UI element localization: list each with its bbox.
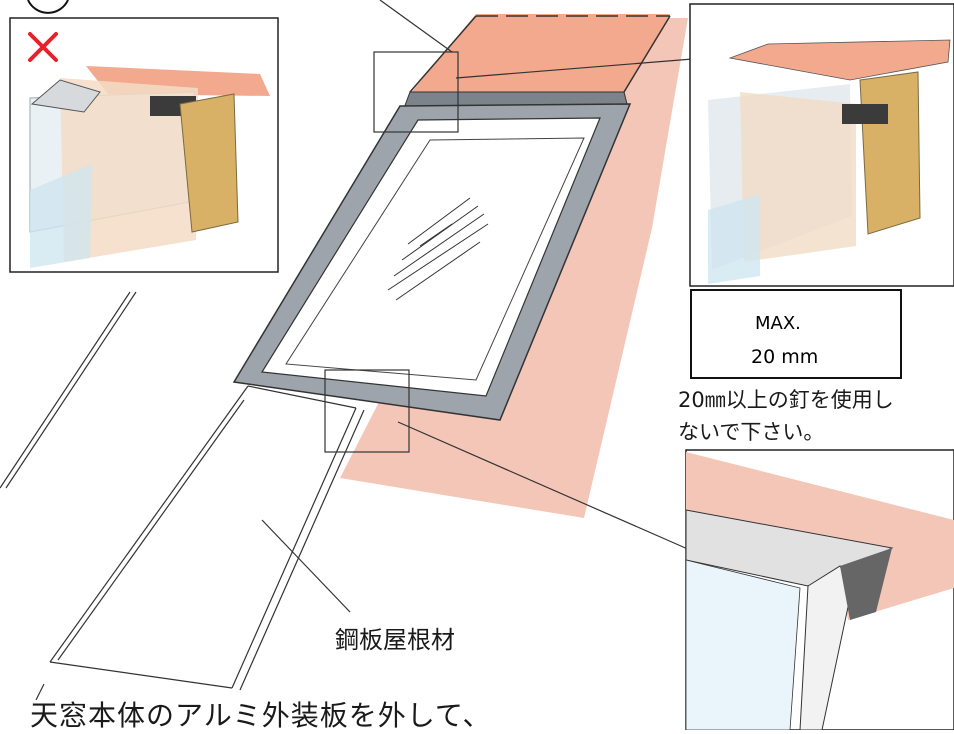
instruction-caption: 天窓本体のアルミ外装板を外して、 [30, 699, 492, 732]
nail-size-box [690, 289, 902, 379]
top-detail-callout [373, 51, 459, 133]
cross-icon [28, 32, 58, 62]
nail-note-line2: ないで下さい。 [678, 420, 825, 444]
nail-note-line1: 20㎜以上の釘を使用し [678, 388, 894, 412]
wrong-detail-panel [9, 17, 279, 273]
nail-size-label: 20 mm [751, 346, 819, 368]
glass-reflection [387, 197, 489, 301]
flashing-closeup-panel [685, 449, 954, 730]
top-cover [410, 14, 670, 94]
bottom-detail-callout [324, 369, 410, 453]
window-glass [260, 117, 601, 397]
nail-warning-note: 20㎜以上の釘を使用し ないで下さい。 [678, 384, 894, 448]
nail-max-label: MAX. [755, 313, 801, 334]
steel-roof-panel [0, 291, 365, 691]
correct-detail-panel [689, 3, 954, 287]
roofing-label: 鋼板屋根材 [335, 626, 455, 654]
